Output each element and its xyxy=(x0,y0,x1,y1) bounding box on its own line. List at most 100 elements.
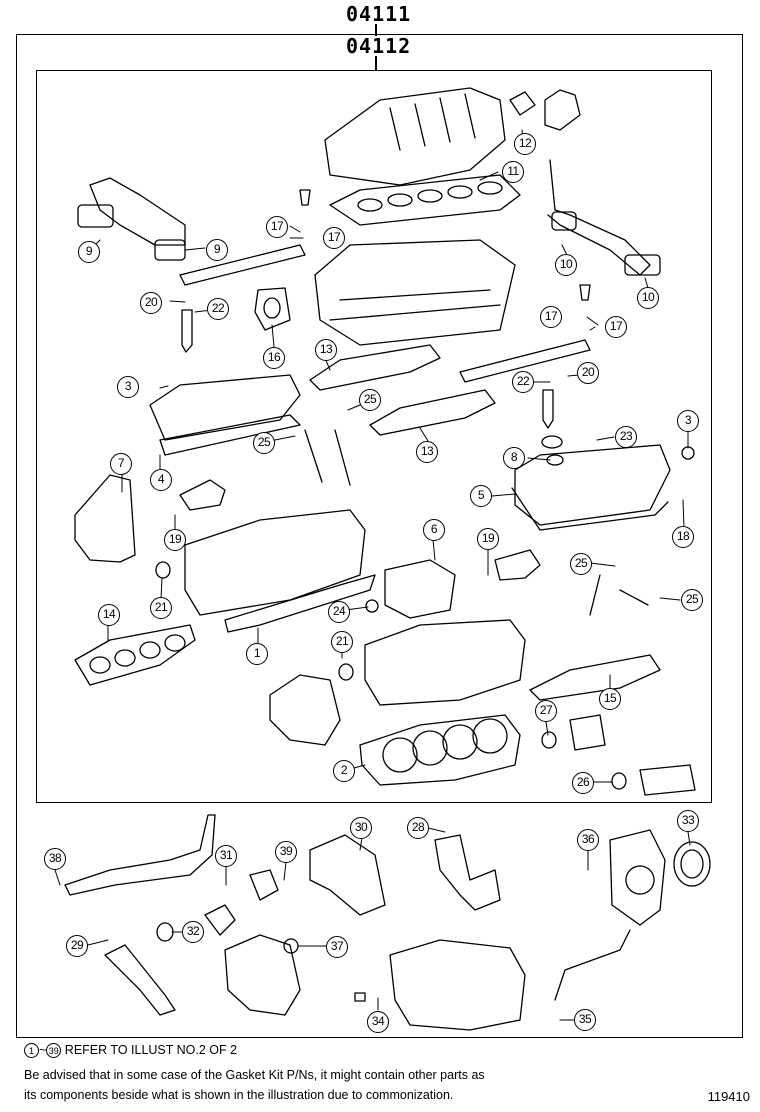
callout-34: 34 xyxy=(367,1011,389,1033)
callout-36: 36 xyxy=(577,829,599,851)
callout-2: 2 xyxy=(333,760,355,782)
callout-14: 14 xyxy=(98,604,120,626)
callout-35: 35 xyxy=(574,1009,596,1031)
oil-pan-drawing xyxy=(389,939,526,1031)
callout-17: 17 xyxy=(323,227,345,249)
callout-19: 19 xyxy=(164,529,186,551)
cylinder-head-left-drawing xyxy=(184,509,366,616)
callout-20: 20 xyxy=(140,292,162,314)
timing-case-drawing xyxy=(269,674,341,746)
water-bypass-pipe-drawing xyxy=(64,814,216,896)
callout-25: 25 xyxy=(681,589,703,611)
illustration-number: 119410 xyxy=(707,1089,750,1104)
callout-1: 1 xyxy=(246,643,268,665)
valve-cover-left-drawing xyxy=(149,374,301,441)
intake-plenum-drawing xyxy=(324,87,506,186)
timing-cover-lower-drawing xyxy=(224,934,301,1016)
outer-kit-frame xyxy=(16,34,743,1038)
callout-11: 11 xyxy=(502,161,524,183)
advisory-line-2: its components beside what is shown in t… xyxy=(24,1088,454,1102)
throttle-elbow-drawing xyxy=(544,89,581,131)
callout-25: 25 xyxy=(359,389,381,411)
callout-21: 21 xyxy=(150,597,172,619)
head-gasket-right-drawing xyxy=(359,714,521,786)
fuel-rail-left-drawing xyxy=(179,244,306,286)
ref-tilde: ~ xyxy=(39,1043,47,1057)
rear-oil-seal-drawing xyxy=(673,841,711,887)
callout-18: 18 xyxy=(672,526,694,548)
callout-29: 29 xyxy=(66,935,88,957)
callout-12: 12 xyxy=(514,133,536,155)
callout-25: 25 xyxy=(570,553,592,575)
callout-22: 22 xyxy=(512,371,534,393)
seal-26-part-drawing xyxy=(639,764,696,796)
refer-note: 1~39 REFER TO ILLUST NO.2 OF 2 xyxy=(24,1043,238,1059)
callout-33: 33 xyxy=(677,810,699,832)
header-leader-1 xyxy=(375,24,377,36)
exhaust-gasket-right-drawing xyxy=(529,654,661,701)
callout-25: 25 xyxy=(253,432,275,454)
injector-left-drawing xyxy=(181,309,193,353)
callout-16: 16 xyxy=(263,347,285,369)
lower-intake-drawing xyxy=(314,239,516,346)
seal-21-drawing xyxy=(155,561,171,579)
thermostat-left-drawing xyxy=(179,479,226,511)
callout-37: 37 xyxy=(326,936,348,958)
intake-gasket-a-drawing xyxy=(309,344,441,391)
exhaust-gasket-left-drawing xyxy=(74,624,196,686)
callout-9: 9 xyxy=(206,239,228,261)
timing-cover-drawing xyxy=(74,474,136,563)
callout-4: 4 xyxy=(150,469,172,491)
head-gasket-left-drawing xyxy=(224,574,376,633)
callout-17: 17 xyxy=(605,316,627,338)
callout-17: 17 xyxy=(266,216,288,238)
callout-20: 20 xyxy=(577,362,599,384)
pcv-hose-drawing xyxy=(554,929,631,1001)
callout-5: 5 xyxy=(470,485,492,507)
callout-8: 8 xyxy=(503,447,525,469)
callout-31: 31 xyxy=(215,845,237,867)
ref-start-bubble: 1 xyxy=(24,1043,39,1059)
callout-10: 10 xyxy=(555,254,577,276)
oil-pump-drawing xyxy=(309,834,386,916)
callout-9: 9 xyxy=(78,241,100,263)
callout-27: 27 xyxy=(535,700,557,722)
kit-code-inner: 04112 xyxy=(346,34,412,58)
valve-cover-right-drawing xyxy=(514,444,671,526)
callout-38: 38 xyxy=(44,848,66,870)
refer-text: REFER TO ILLUST NO.2 OF 2 xyxy=(64,1043,238,1057)
seal-32-drawing xyxy=(156,922,174,942)
advisory-line-1: Be advised that in some case of the Gask… xyxy=(24,1068,485,1082)
water-inlet-housing-drawing xyxy=(384,559,456,619)
oil-level-gauge-guide-drawing xyxy=(104,944,176,1016)
callout-13: 13 xyxy=(416,441,438,463)
header-leader-2 xyxy=(375,56,377,70)
ref-end-bubble: 39 xyxy=(46,1043,62,1059)
callout-19: 19 xyxy=(477,528,499,550)
callout-3: 3 xyxy=(117,376,139,398)
callout-13: 13 xyxy=(315,339,337,361)
callout-24: 24 xyxy=(328,601,350,623)
air-tube-left-drawing xyxy=(89,177,186,246)
oil-strainer-drawing xyxy=(434,834,501,911)
callout-22: 22 xyxy=(207,298,229,320)
valve-stems-drawing xyxy=(304,429,351,486)
throttle-gasket-drawing xyxy=(254,287,291,331)
callout-32: 32 xyxy=(182,921,204,943)
callout-15: 15 xyxy=(599,688,621,710)
injector-right-drawing xyxy=(542,389,554,429)
callout-28: 28 xyxy=(407,817,429,839)
callout-17: 17 xyxy=(540,306,562,328)
plenum-gasket-drawing xyxy=(329,174,521,226)
callout-23: 23 xyxy=(615,426,637,448)
callout-7: 7 xyxy=(110,453,132,475)
callout-30: 30 xyxy=(350,817,372,839)
oil-pressure-switch-drawing xyxy=(204,869,279,936)
inner-kit-frame xyxy=(36,70,712,803)
callout-3: 3 xyxy=(677,410,699,432)
callout-6: 6 xyxy=(423,519,445,541)
callout-21: 21 xyxy=(331,631,353,653)
callout-10: 10 xyxy=(637,287,659,309)
thermostat-right-drawing xyxy=(494,549,541,581)
